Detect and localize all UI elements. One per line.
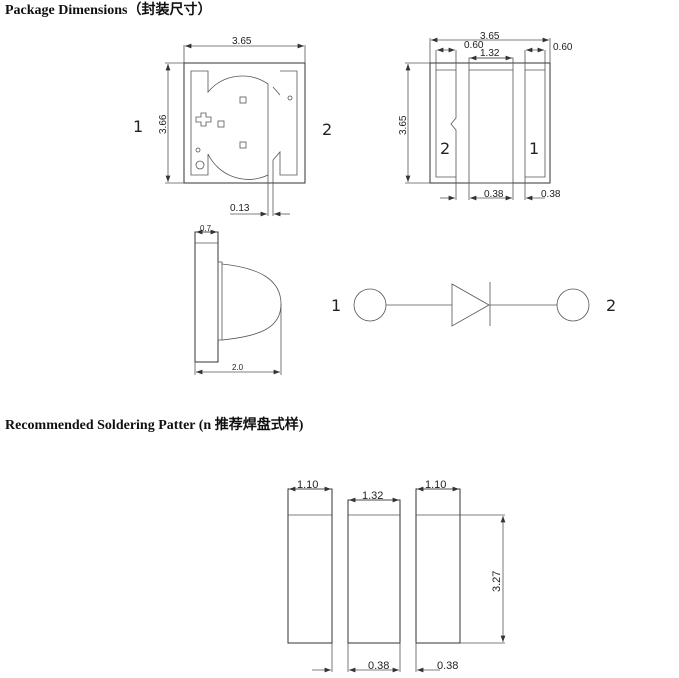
- bottom-width-dim: 3.65: [480, 31, 500, 42]
- top-pin1-label: 1: [133, 117, 143, 136]
- soldering-pattern-heading: Recommended Soldering Patter (n 推荐焊盘式样): [5, 418, 304, 433]
- bottom-gap-right-dim: 0.38: [541, 189, 561, 200]
- pad2-width-dim: 1.10: [425, 479, 446, 491]
- top-view: 3.65 3.66 0.13 1 2: [133, 36, 332, 217]
- bottom-center-dim: 1.32: [480, 48, 500, 59]
- gap-right-dim: 0.38: [437, 660, 458, 672]
- bottom-pin2-label: 2: [440, 139, 450, 158]
- package-dimensions-heading: Package Dimensions（封装尺寸）: [5, 3, 212, 18]
- diode-symbol: [451, 283, 490, 327]
- pin1-terminal: [353, 288, 387, 322]
- pin2-terminal: [556, 288, 590, 322]
- center-width-dim: 1.32: [362, 490, 383, 502]
- top-pin2-label: 2: [322, 120, 332, 139]
- side-base-dim: 0.7: [200, 224, 212, 233]
- top-gap-dim: 0.13: [230, 203, 250, 214]
- schematic-pin1-label: 1: [331, 296, 341, 315]
- height-dim: 3.27: [491, 571, 503, 592]
- top-height-dim: 3.66: [158, 114, 169, 134]
- top-width-dim: 3.65: [232, 36, 252, 47]
- pad1-width-dim: 1.10: [297, 479, 318, 491]
- side-view: 0.7 2.0: [194, 224, 282, 375]
- bottom-pad-left-dim: 0.60: [464, 40, 484, 51]
- bottom-view: 3.65 0.60 0.60 1.32 3.65 0.38 0.38 2 1: [398, 31, 573, 201]
- schematic-pin2-label: 2: [606, 296, 616, 315]
- bottom-pin1-label: 1: [529, 139, 539, 158]
- bottom-pad-right-dim: 0.60: [553, 42, 573, 53]
- side-total-dim: 2.0: [232, 363, 244, 372]
- diode-schematic: 1 2: [331, 282, 616, 327]
- gap-left-dim: 0.38: [368, 660, 389, 672]
- bottom-height-dim: 3.65: [398, 115, 409, 135]
- bottom-gap-left-dim: 0.38: [484, 189, 504, 200]
- soldering-pattern: 1.10 1.32 1.10 3.27 0.38 0.38: [287, 479, 506, 673]
